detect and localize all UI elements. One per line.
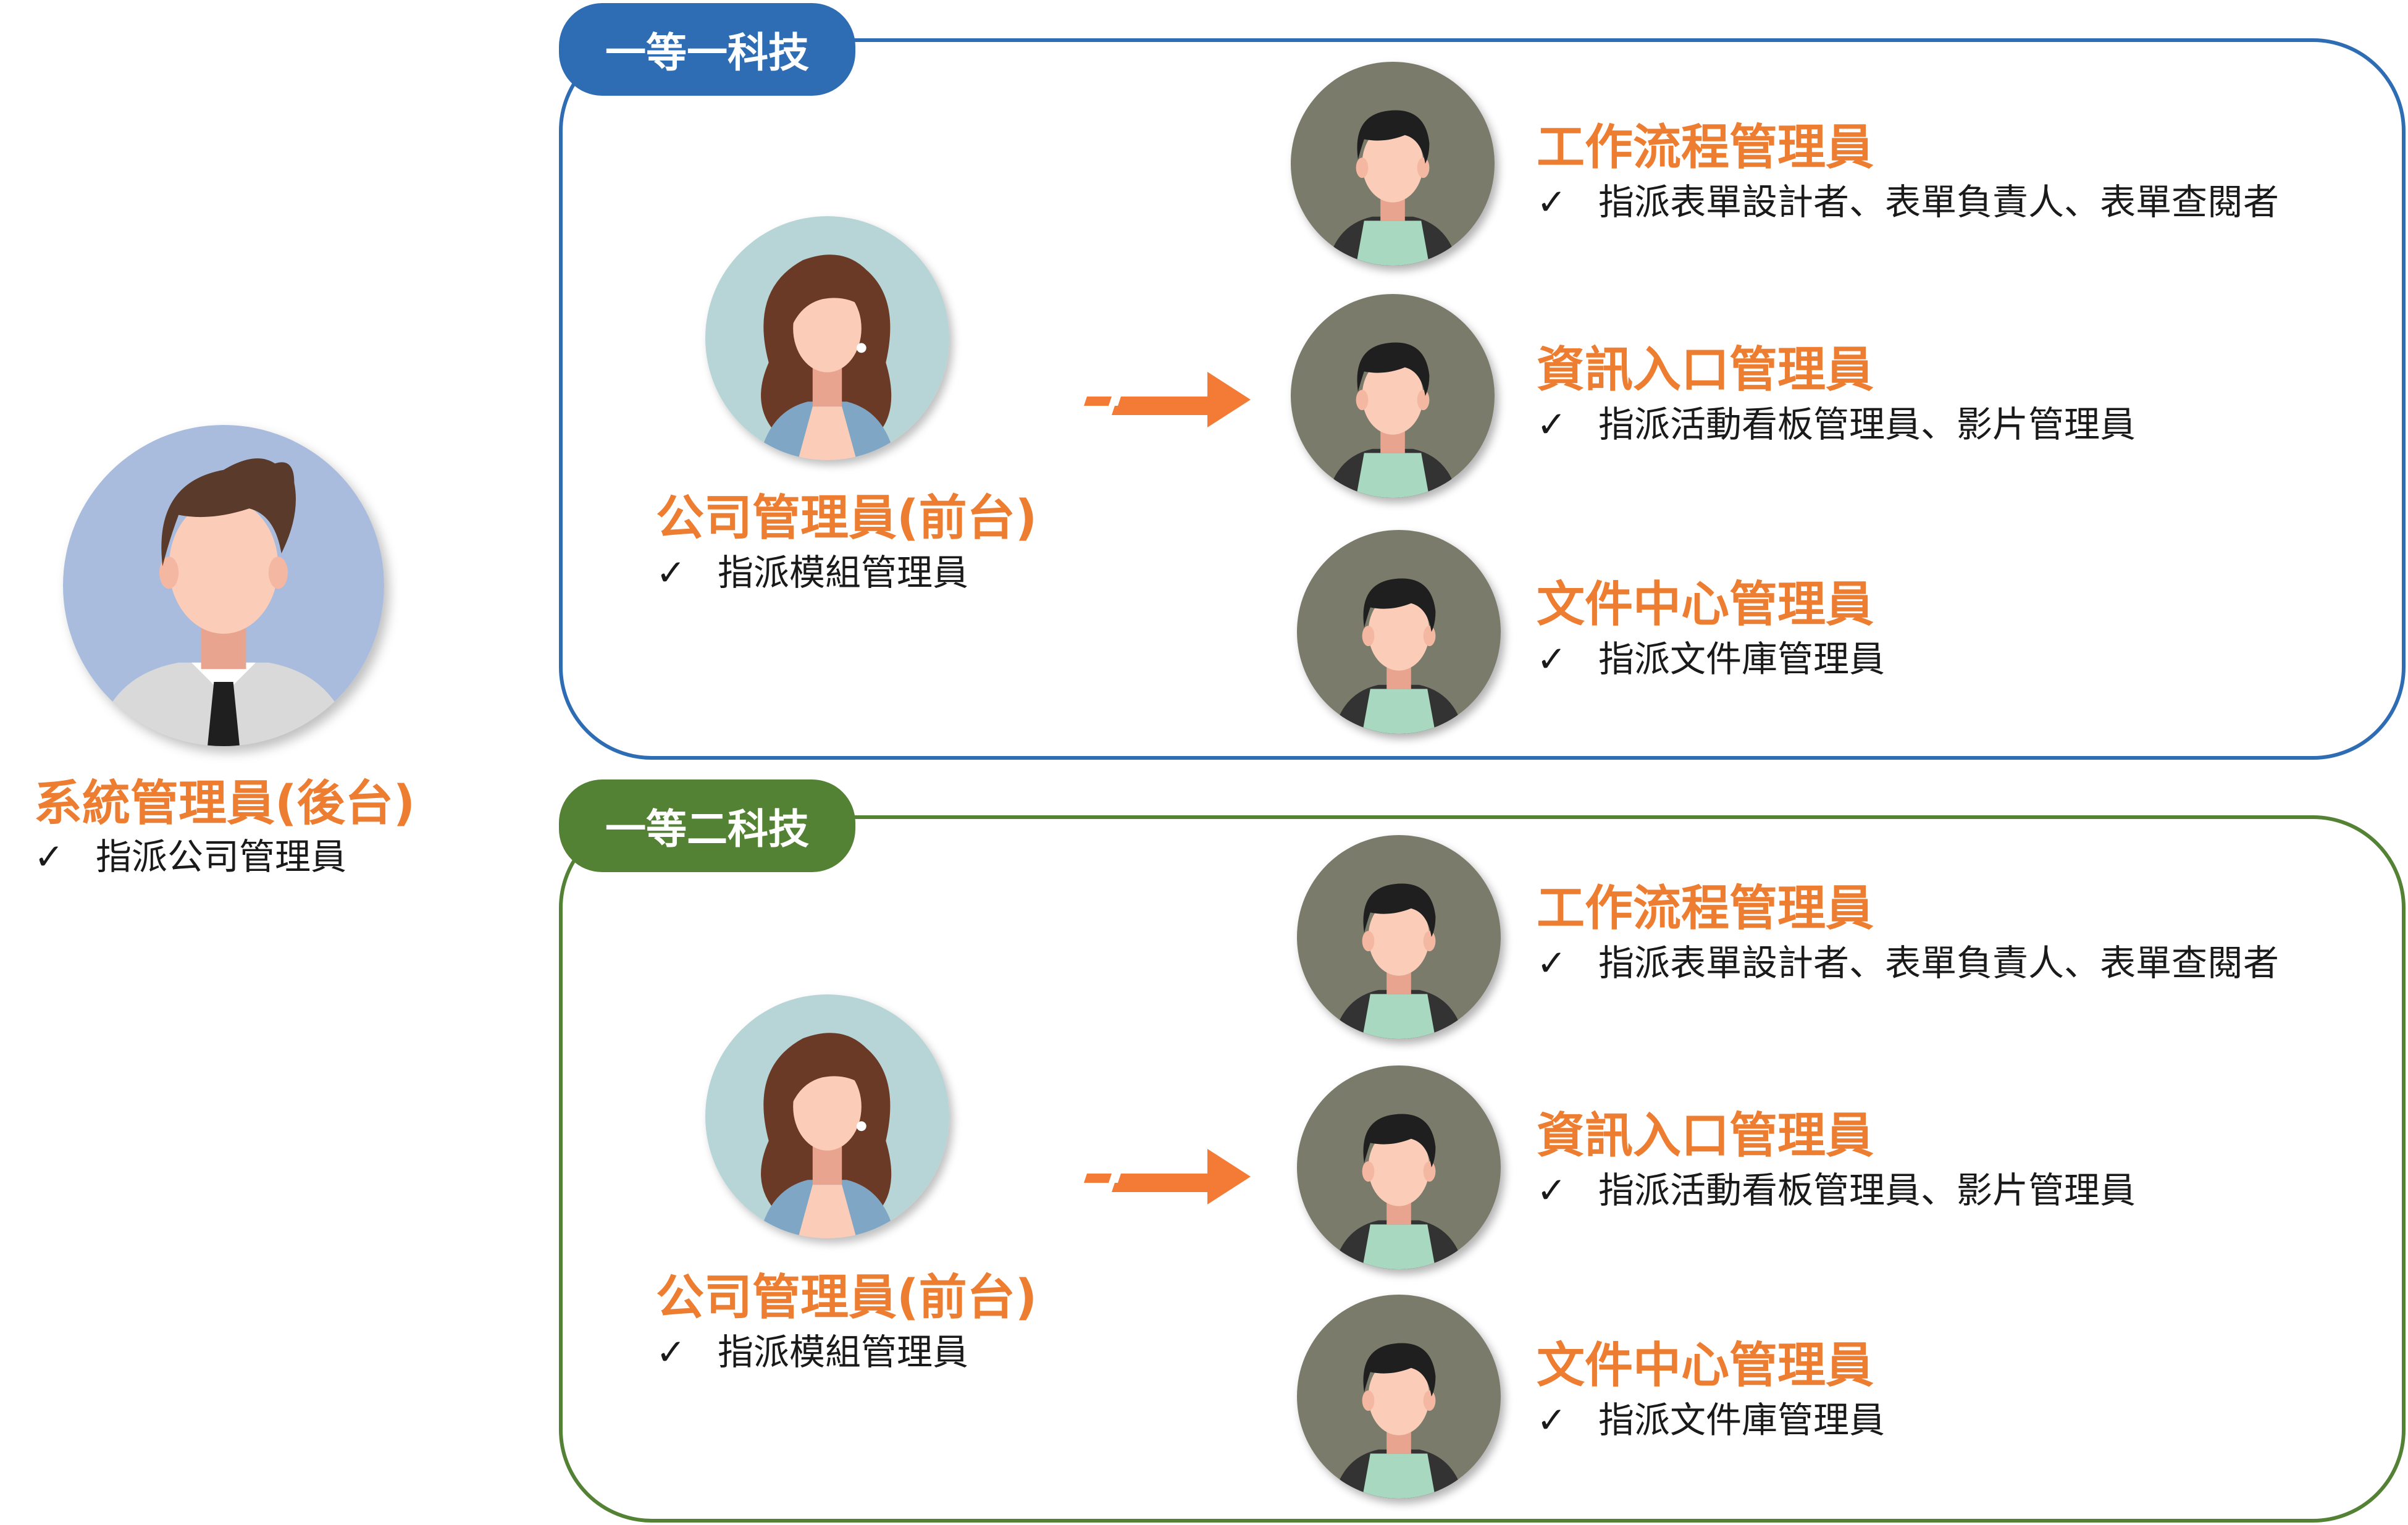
module-admin-avatar-2-3: [1297, 1295, 1501, 1498]
module-desc-2-1: 指派表單設計者、表單負責人、表單查閱者: [1598, 942, 2280, 984]
company-admin-title-1: 公司管理員(前台): [656, 490, 1038, 546]
module-admin-avatar-1-2: [1291, 294, 1495, 498]
module-admin-avatar-1-3: [1297, 530, 1501, 734]
arrow-right-icon: [1084, 359, 1257, 440]
male-module-admin-icon: [1297, 835, 1501, 1039]
module-desc-1-2: 指派活動看板管理員、影片管理員: [1598, 403, 2136, 445]
module-desc-row-1-2: ✓ 指派活動看板管理員、影片管理員: [1537, 406, 2136, 442]
company-badge-2: 一等二科技: [559, 779, 855, 872]
company-admin-title-2: 公司管理員(前台): [656, 1270, 1038, 1325]
male-module-admin-icon: [1297, 1065, 1501, 1269]
module-title-2-1: 工作流程管理員: [1537, 881, 1874, 936]
check-icon: ✓: [1537, 942, 1567, 984]
female-admin-avatar-icon: [705, 994, 949, 1238]
module-title-1-2: 資訊入口管理員: [1537, 342, 1874, 398]
company-admin-avatar-2: [705, 994, 949, 1238]
check-icon: ✓: [1537, 181, 1567, 223]
module-desc-2-3: 指派文件庫管理員: [1598, 1399, 1886, 1441]
module-title-1-1: 工作流程管理員: [1537, 120, 1874, 175]
module-admin-avatar-2-2: [1297, 1065, 1501, 1269]
module-desc-row-2-3: ✓ 指派文件庫管理員: [1537, 1402, 1885, 1438]
male-module-admin-icon: [1291, 294, 1495, 498]
check-icon: ✓: [656, 552, 686, 594]
male-module-admin-icon: [1297, 530, 1501, 734]
female-admin-avatar-icon: [705, 216, 949, 460]
module-desc-1-3: 指派文件庫管理員: [1598, 638, 1886, 680]
module-desc-row-2-2: ✓ 指派活動看板管理員、影片管理員: [1537, 1172, 2136, 1208]
company-group-1: [559, 38, 2406, 760]
male-module-admin-icon: [1291, 62, 1495, 266]
check-icon: ✓: [656, 1331, 686, 1373]
male-module-admin-icon: [1297, 1295, 1501, 1498]
system-admin-avatar: [63, 425, 384, 746]
system-admin-desc: 指派公司管理員: [96, 836, 347, 878]
company-admin-desc-row-2: ✓ 指派模組管理員: [656, 1334, 968, 1370]
module-desc-row-1-1: ✓ 指派表單設計者、表單負責人、表單查閱者: [1537, 184, 2279, 220]
module-title-2-2: 資訊入口管理員: [1537, 1108, 1874, 1164]
module-desc-row-2-1: ✓ 指派表單設計者、表單負責人、表單查閱者: [1537, 945, 2279, 981]
module-title-2-3: 文件中心管理員: [1537, 1338, 1874, 1393]
arrow-right-icon: [1084, 1136, 1257, 1217]
module-title-1-3: 文件中心管理員: [1537, 577, 1874, 632]
company-admin-desc-row-1: ✓指派模組管理員: [656, 555, 968, 590]
check-icon: ✓: [1537, 403, 1567, 445]
male-admin-avatar-icon: [63, 425, 384, 746]
check-icon: ✓: [1537, 1399, 1567, 1441]
check-icon: ✓: [1537, 1169, 1567, 1211]
check-icon: ✓: [34, 836, 64, 878]
module-desc-row-1-3: ✓ 指派文件庫管理員: [1537, 641, 1885, 677]
company-admin-desc-1: 指派模組管理員: [718, 552, 969, 594]
module-admin-avatar-1-1: [1291, 62, 1495, 266]
module-admin-avatar-2-1: [1297, 835, 1501, 1039]
company-admin-desc-2: 指派模組管理員: [718, 1331, 969, 1373]
company-admin-avatar-1: [705, 216, 949, 460]
company-group-2: [559, 815, 2406, 1523]
company-badge-1: 一等一科技: [559, 3, 855, 96]
module-desc-2-2: 指派活動看板管理員、影片管理員: [1598, 1169, 2136, 1211]
system-admin-desc-row: ✓ 指派公司管理員: [34, 839, 346, 875]
check-icon: ✓: [1537, 638, 1567, 680]
system-admin-title: 系統管理員(後台): [34, 776, 416, 831]
module-desc-1-1: 指派表單設計者、表單負責人、表單查閱者: [1598, 181, 2280, 223]
